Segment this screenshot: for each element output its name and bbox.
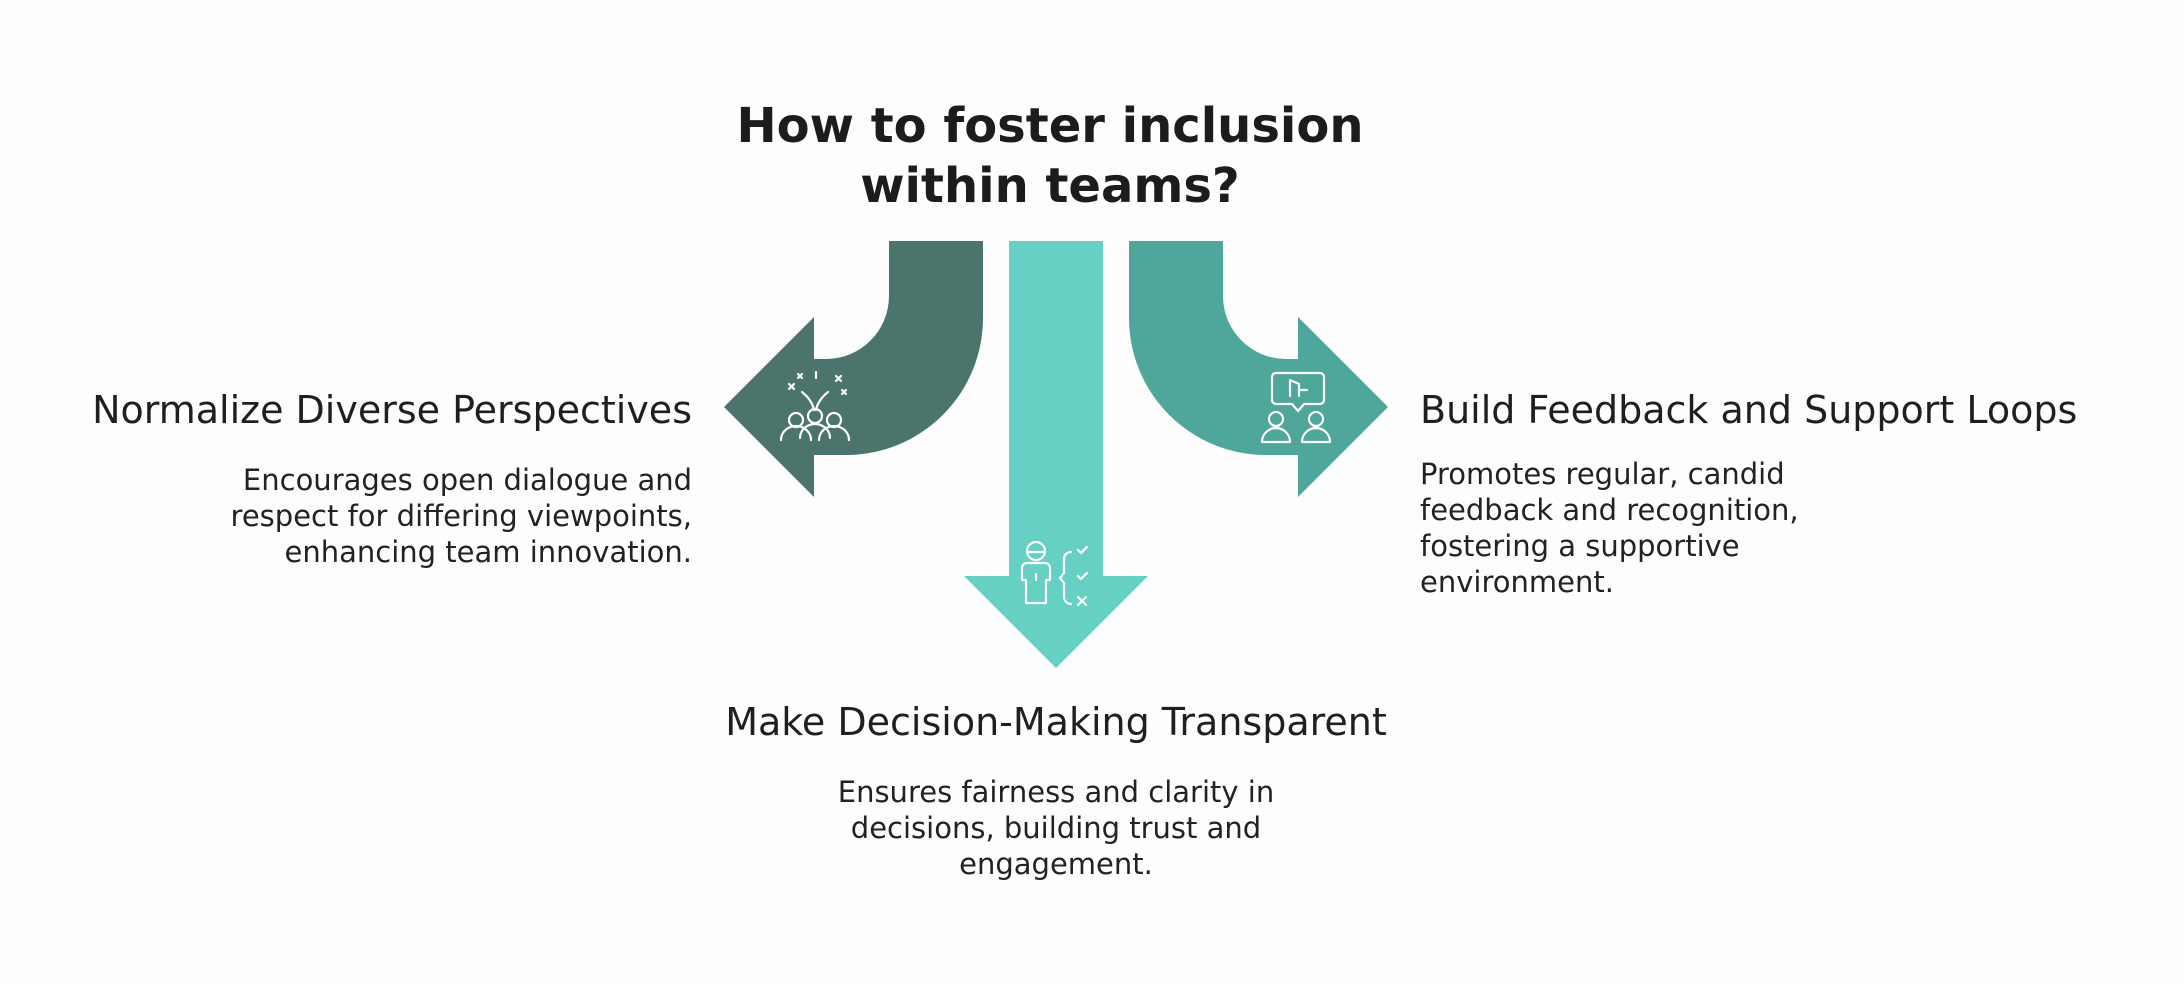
- center-heading: Make Decision-Making Transparent: [725, 700, 1387, 744]
- feedback-conversation-icon: [1260, 371, 1332, 444]
- center-description: Ensures fairness and clarity in decision…: [700, 774, 1412, 882]
- right-description-line: environment.: [1420, 565, 1614, 599]
- left-heading: Normalize Diverse Perspectives: [92, 388, 692, 432]
- title-line-2: within teams?: [860, 158, 1240, 214]
- left-description-line: Encourages open dialogue and: [242, 463, 692, 497]
- center-description-line: Ensures fairness and clarity in: [837, 775, 1275, 809]
- right-arrow: [1129, 241, 1388, 497]
- center-description-line: engagement.: [959, 847, 1153, 881]
- page-title: How to foster inclusion within teams?: [650, 96, 1450, 216]
- right-description: Promotes regular, candid feedback and re…: [1420, 456, 1799, 600]
- right-heading: Build Feedback and Support Loops: [1420, 388, 2078, 432]
- center-arrow: [964, 241, 1148, 668]
- center-description-line: decisions, building trust and: [850, 811, 1262, 845]
- left-description-line: respect for differing viewpoints,: [230, 499, 692, 533]
- right-description-line: fostering a supportive: [1420, 529, 1740, 563]
- celebrating-team-icon: [779, 370, 851, 442]
- right-description-line: feedback and recognition,: [1420, 493, 1799, 527]
- right-description-line: Promotes regular, candid: [1420, 457, 1785, 491]
- decision-checklist-icon: [1020, 540, 1089, 607]
- title-line-1: How to foster inclusion: [736, 98, 1364, 154]
- left-arrow: [724, 241, 983, 497]
- left-description-line: enhancing team innovation.: [284, 535, 692, 569]
- left-description: Encourages open dialogue and respect for…: [231, 462, 692, 570]
